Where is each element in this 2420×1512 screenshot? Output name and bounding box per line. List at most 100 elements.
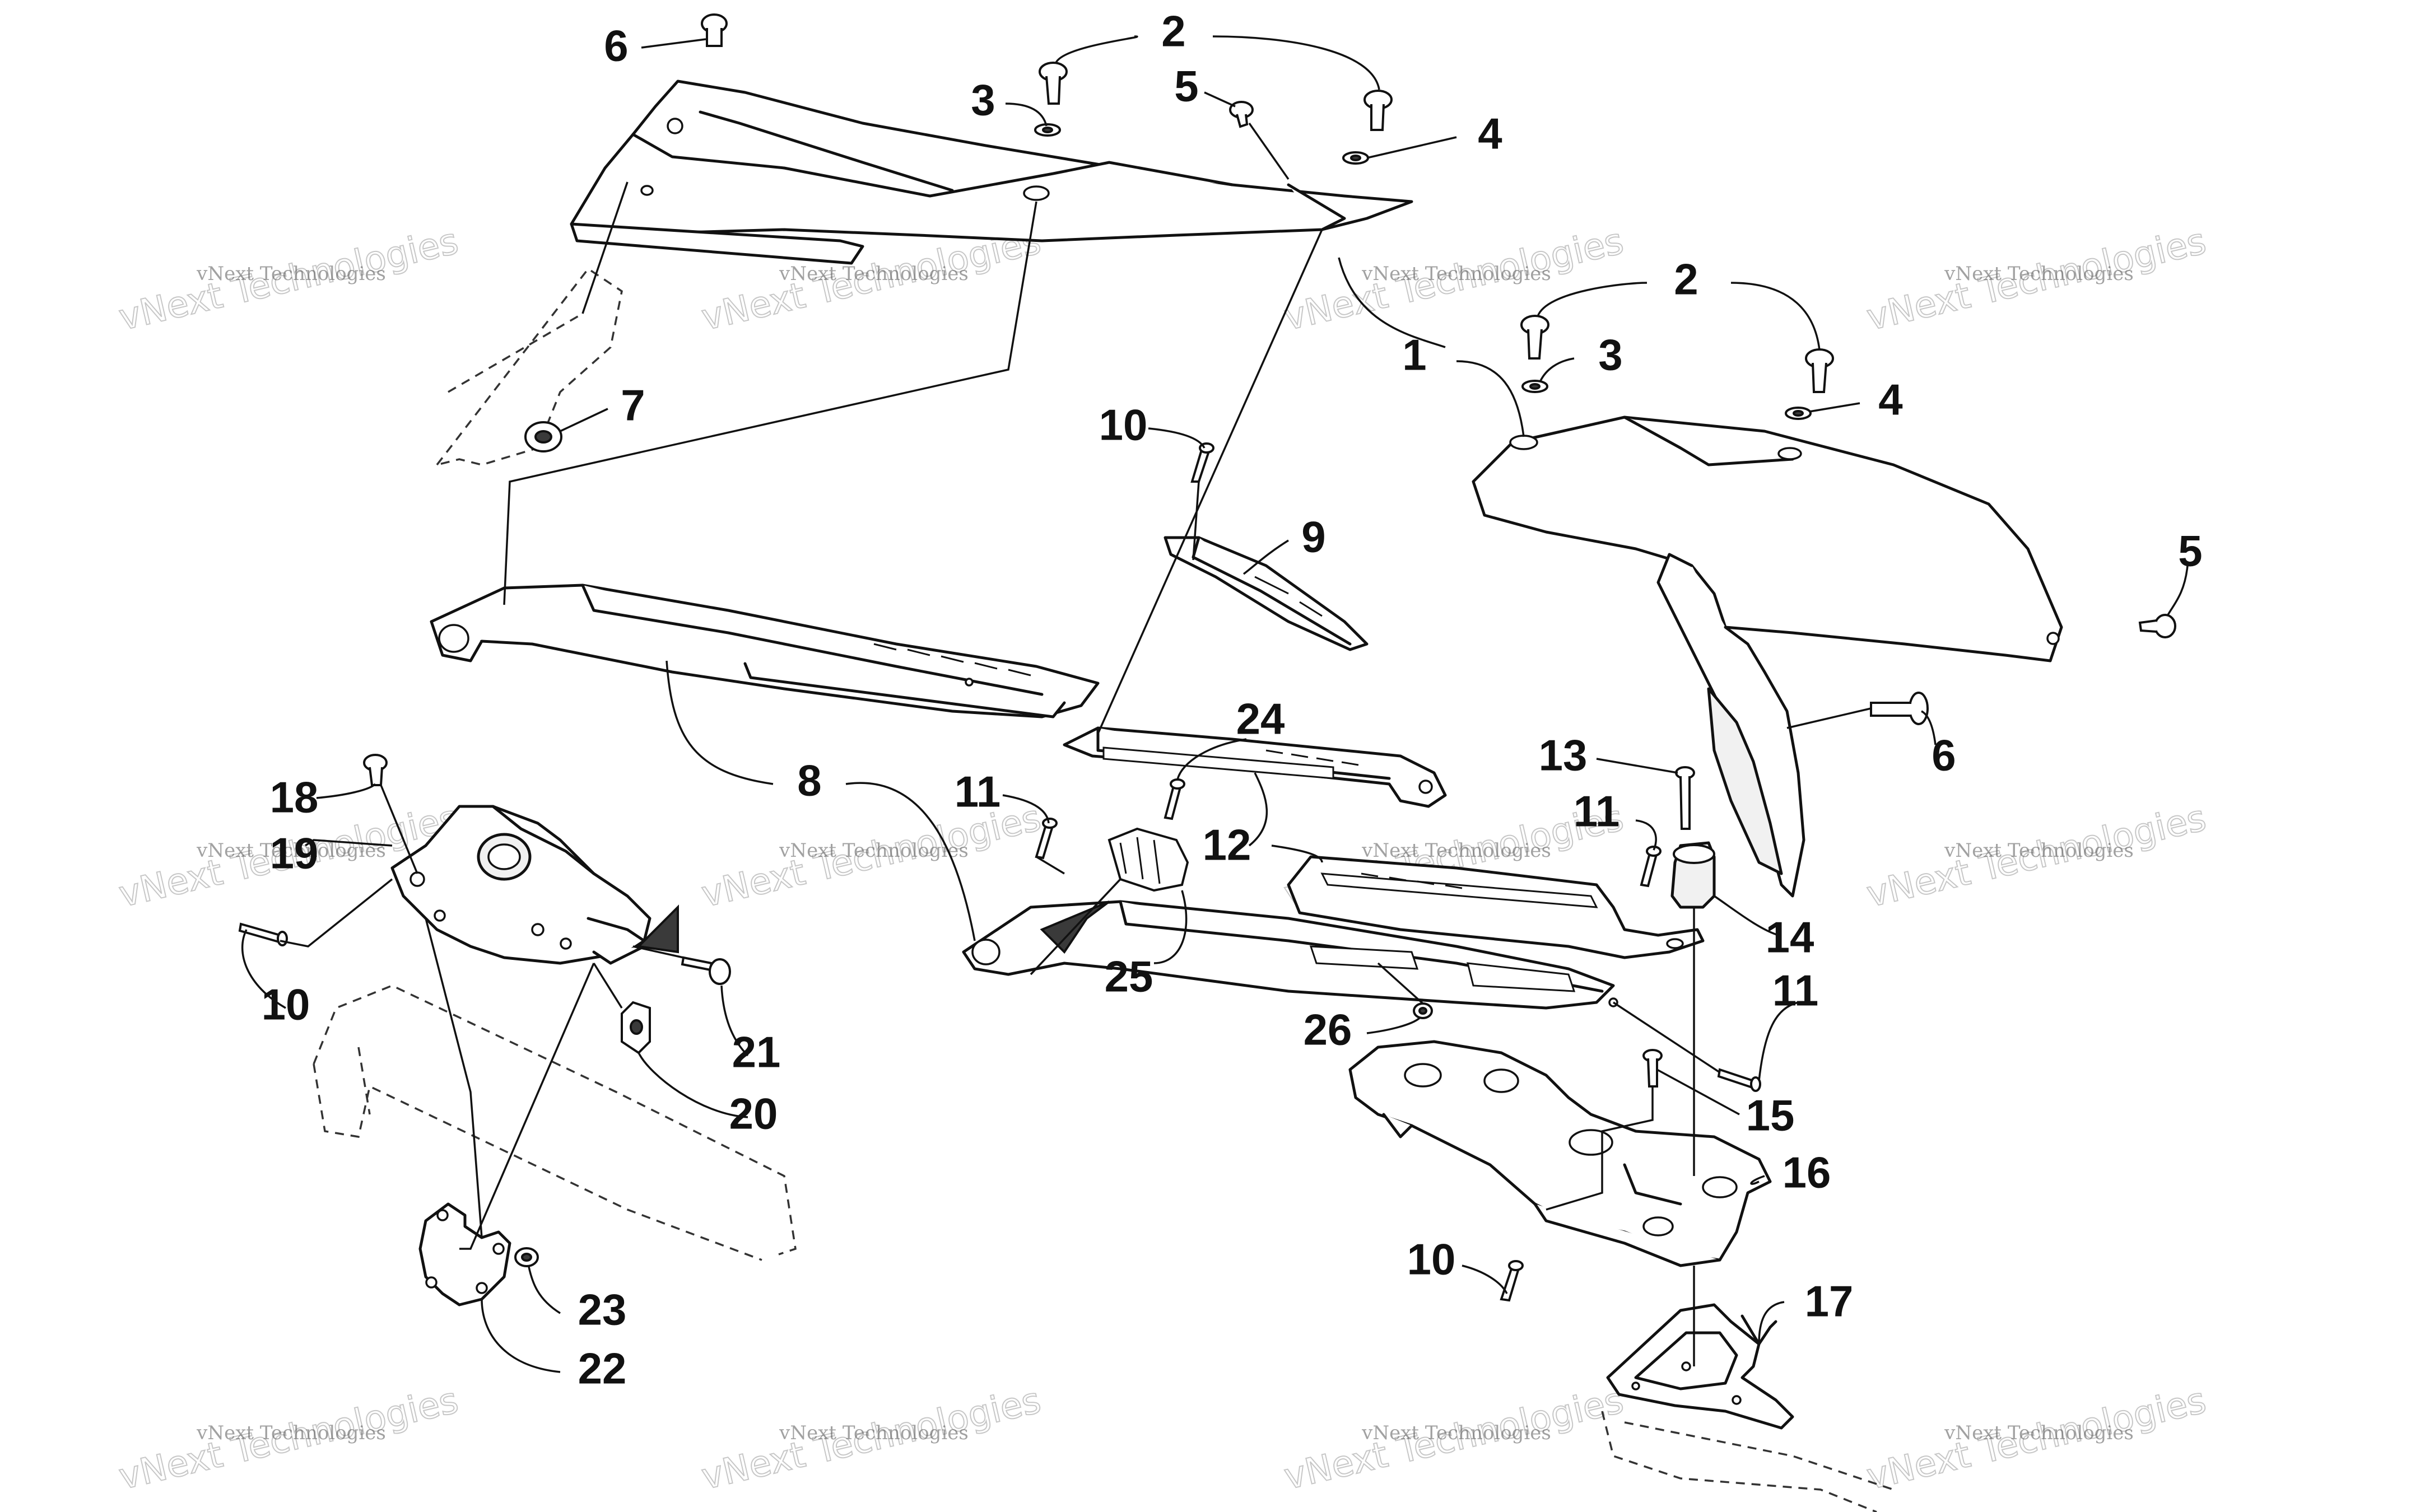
part-19-hole [560, 937, 572, 950]
part-19-left-bracket [390, 805, 651, 965]
part-16-hole [1569, 1129, 1613, 1156]
part-1-hole [1777, 447, 1802, 460]
callout-6: 6 [1932, 731, 1956, 780]
part-1-hole [1509, 435, 1538, 450]
callout-18: 18 [270, 773, 319, 822]
part-17-hole [1681, 1361, 1691, 1371]
part-8-slot [1309, 945, 1419, 970]
callout-5: 5 [1174, 62, 1198, 111]
callout-15: 15 [1746, 1091, 1795, 1140]
watermark-small: vNext Technologies [1944, 263, 2134, 285]
part-15-screw [1642, 1049, 1663, 1088]
callout-11: 11 [955, 767, 1000, 816]
part-12-lower-step-bracket [1287, 855, 1705, 959]
callout-24: 24 [1236, 694, 1285, 744]
watermark-small: vNext Technologies [779, 839, 969, 862]
part-19-hole [434, 909, 446, 922]
ghost-left-bracket [434, 267, 623, 466]
part-17-lower-plate [1606, 1303, 1794, 1430]
callout-19: 19 [270, 829, 319, 878]
part-25-roller [1107, 827, 1189, 892]
callout-10: 10 [1099, 400, 1148, 450]
callout-9: 9 [1301, 512, 1325, 562]
part-7-nut [524, 421, 562, 452]
callout-6: 6 [604, 21, 628, 71]
part-5-screw [1229, 101, 1254, 128]
part-11-rivet [1717, 1068, 1761, 1092]
watermark-small: vNext Technologies [1361, 1422, 1551, 1444]
watermark-small: vNext Technologies [779, 263, 969, 285]
part-17-hole [1732, 1395, 1742, 1405]
part-1-hole [640, 185, 654, 196]
callout-16: 16 [1783, 1148, 1831, 1197]
part-16-hole [1483, 1068, 1519, 1093]
part-11-rivet [1640, 846, 1662, 888]
callout-10: 10 [262, 980, 310, 1029]
part-19-hole [409, 871, 425, 887]
callout-14: 14 [1766, 913, 1814, 962]
part-8-upper-running-board [430, 584, 1100, 718]
part-12-vent-slots [1265, 749, 1359, 766]
part-2-screw [1520, 315, 1549, 360]
watermark-small: vNext Technologies [1944, 1422, 2134, 1444]
callout-26: 26 [1304, 1005, 1352, 1054]
part-10-rivet [1500, 1260, 1524, 1302]
part-11-rivet [1035, 818, 1058, 860]
part-24-rivet [1164, 778, 1185, 820]
part-8-vent-slots [873, 643, 1031, 676]
part-13-screw [1675, 766, 1695, 830]
part-8-pivot-hole [971, 939, 1000, 965]
ghost-lower-right-part [1601, 1411, 1894, 1512]
callout-21: 21 [732, 1028, 781, 1077]
part-19-hole [531, 923, 544, 936]
part-17-hole [1631, 1382, 1640, 1390]
part-21-bolt [681, 956, 731, 985]
callout-13: 13 [1539, 731, 1588, 780]
part-1-hole [667, 118, 683, 134]
callout-10: 10 [1407, 1235, 1456, 1284]
part-3-washer [1034, 123, 1061, 137]
ghost-frame-rail [313, 984, 797, 1261]
callout-3: 3 [971, 76, 995, 125]
part-12-upper-step-bracket [1063, 726, 1447, 808]
part-8-slot [1467, 962, 1576, 992]
callout-2: 2 [1674, 255, 1698, 304]
ghost-parts [313, 267, 1894, 1512]
part-23-nut [514, 1247, 539, 1267]
watermark-small: vNext Technologies [196, 1422, 386, 1444]
part-6-screw [1870, 692, 1929, 725]
watermark-small: vNext Technologies [1361, 263, 1551, 285]
part-18-screw [363, 754, 388, 786]
callout-22: 22 [578, 1344, 627, 1393]
leader-lines [241, 35, 2189, 1373]
callout-4: 4 [1478, 109, 1502, 158]
part-9-bracket [1164, 536, 1369, 651]
part-8-lower-running-board [962, 900, 1618, 1010]
part-4-washer [1342, 151, 1369, 165]
part-10-rivet [238, 922, 288, 946]
fasteners [238, 13, 2176, 1302]
watermark-small: vNext Technologies [779, 1422, 969, 1444]
part-12-hole [1666, 938, 1684, 949]
part-2-screw [1039, 62, 1068, 105]
part-12-hole [1418, 780, 1433, 794]
part-1-hole [2046, 632, 2060, 645]
watermark-small: vNext Technologies [196, 263, 386, 285]
reference-arrow [636, 904, 679, 954]
callout-5: 5 [2178, 526, 2202, 576]
part-6-screw [701, 13, 728, 47]
part-26-nut [1413, 1002, 1433, 1019]
callout-1: 1 [1402, 330, 1426, 380]
part-16-hole [1642, 1216, 1674, 1236]
part-8-hole [965, 678, 974, 687]
part-8-pivot-hole [438, 624, 469, 653]
part-12-vent-slots [1361, 872, 1463, 889]
part-2-screw [1363, 90, 1393, 131]
part-1-right-side-panel [1472, 416, 2063, 898]
